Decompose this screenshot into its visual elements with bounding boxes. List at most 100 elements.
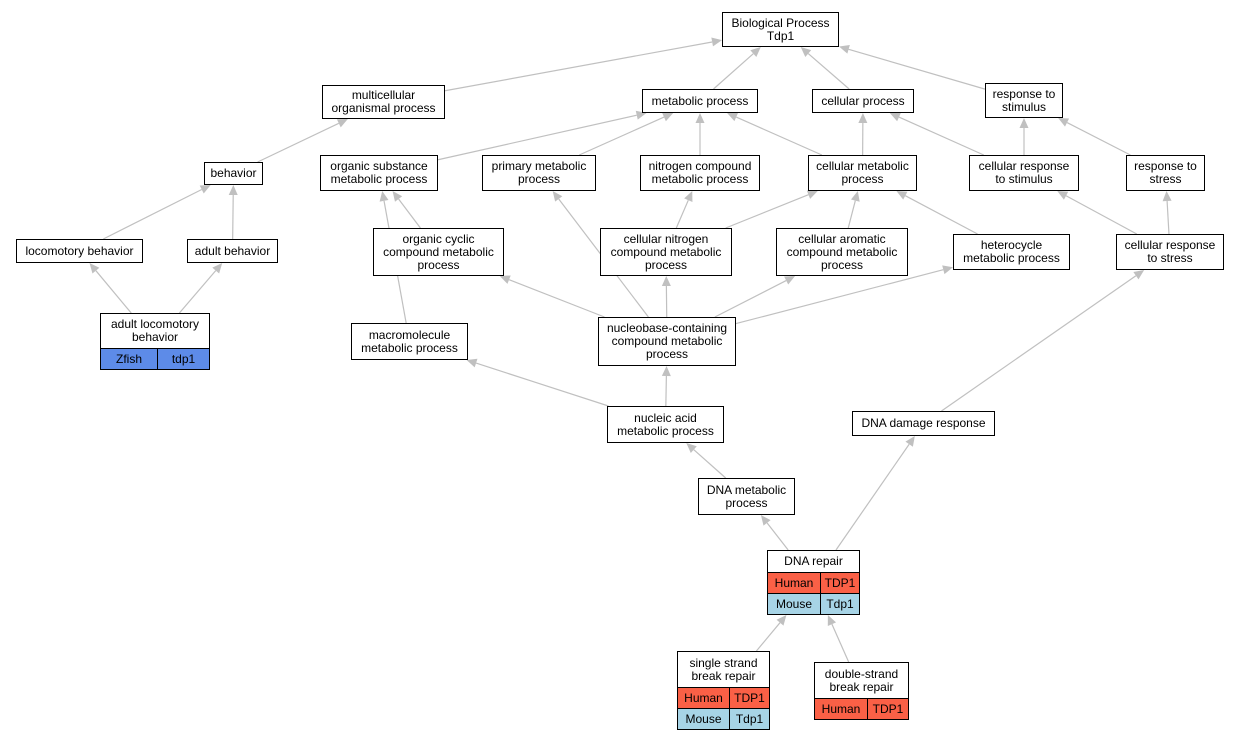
arrowhead	[839, 45, 850, 54]
node-dna-metabolic-process[interactable]: DNA metabolic process	[698, 478, 795, 515]
edge-adult_locomotory-to-locomotory	[95, 270, 132, 314]
node-cellular-aromatic-compound-metabolic-process[interactable]: cellular aromatic compound metabolic pro…	[776, 228, 908, 276]
node-multicellular-organismal-process[interactable]: multicellular organismal process	[322, 85, 445, 119]
arrowhead	[228, 185, 238, 196]
arrowhead	[750, 47, 761, 58]
arrowhead	[1019, 118, 1029, 128]
edge-organic_cyclic-to-organic_substance	[398, 198, 421, 229]
arrowhead	[806, 190, 818, 199]
edge-dna_repair-to-dna_damage	[835, 443, 910, 551]
species-cell: Human	[678, 688, 729, 708]
arrowhead	[1133, 270, 1145, 280]
edge-dna_damage-to-cellular_response_stress	[941, 275, 1137, 412]
node-behavior[interactable]: behavior	[204, 162, 263, 185]
node-double-strand-break-repair[interactable]: double-strand break repair Human TDP1	[814, 662, 909, 720]
arrowhead	[686, 443, 697, 454]
arrowhead	[784, 276, 796, 285]
node-title: DNA repair	[784, 554, 843, 568]
node-cellular-metabolic-process[interactable]: cellular metabolic process	[808, 155, 917, 191]
node-title: single strand break repair	[689, 655, 758, 683]
node-adult-locomotory-behavior[interactable]: adult locomotory behavior Zfish tdp1	[100, 313, 210, 370]
edge-cellular_process-to-bp	[807, 53, 850, 90]
edge-organic_substance-to-metabolic	[437, 114, 637, 161]
node-heterocycle-metabolic-process[interactable]: heterocycle metabolic process	[953, 234, 1070, 270]
node-biological-process[interactable]: Biological Process Tdp1	[722, 12, 839, 47]
edge-heterocycle-to-cellular_metabolic	[905, 195, 978, 235]
arrowhead	[379, 191, 389, 202]
gene-cell: Tdp1	[820, 594, 859, 614]
node-dna-repair[interactable]: DNA repair Human TDP1 Mouse Tdp1	[767, 550, 860, 615]
node-adult-behavior[interactable]: adult behavior	[187, 239, 278, 263]
node-response-to-stress[interactable]: response to stress	[1126, 155, 1205, 191]
arrowhead	[661, 276, 671, 287]
edge-ssb_repair-to-dna_repair	[755, 622, 781, 652]
gene-cell: tdp1	[157, 349, 209, 369]
edge-cellular_response_stimulus-to-cellular_process	[898, 116, 984, 156]
edge-adult_behavior-to-behavior	[232, 194, 234, 240]
gene-annotation-row: Human TDP1	[815, 698, 908, 719]
arrowhead	[827, 615, 837, 626]
node-organic-substance-metabolic-process[interactable]: organic substance metabolic process	[320, 155, 438, 191]
edge-dna_repair-to-dna_metabolic	[766, 522, 789, 551]
arrowhead	[499, 275, 511, 284]
arrowhead	[850, 191, 860, 202]
arrowhead	[199, 185, 211, 194]
node-response-to-stimulus[interactable]: response to stimulus	[985, 83, 1063, 118]
gene-cell: TDP1	[729, 688, 769, 708]
node-cellular-response-to-stress[interactable]: cellular response to stress	[1116, 234, 1224, 270]
arrowhead	[662, 112, 674, 122]
arrowhead	[1162, 191, 1172, 202]
edge-dna_metabolic-to-nucleic_acid	[693, 449, 727, 479]
edge-nucleic_acid-to-macromolecule	[475, 362, 609, 407]
node-title: double-strand break repair	[824, 666, 899, 694]
arrowhead	[942, 265, 953, 275]
arrowhead	[466, 358, 478, 368]
edge-response_stress-to-response_stimulus	[1066, 122, 1131, 156]
node-primary-metabolic-process[interactable]: primary metabolic process	[482, 155, 596, 191]
gene-cell: Tdp1	[729, 709, 769, 729]
arrowhead	[727, 112, 739, 122]
node-organic-cyclic-compound-metabolic-process[interactable]: organic cyclic compound metabolic proces…	[373, 228, 504, 276]
species-cell: Mouse	[678, 709, 729, 729]
species-cell: Human	[768, 573, 820, 593]
gene-cell: TDP1	[820, 573, 859, 593]
species-cell: Human	[815, 699, 867, 719]
edge-nucleobase-to-organic_cyclic	[508, 279, 605, 318]
edge-cellular_metabolic-to-metabolic	[735, 116, 823, 156]
arrowhead	[896, 191, 908, 200]
node-single-strand-break-repair[interactable]: single strand break repair Human TDP1 Mo…	[677, 651, 770, 730]
arrowhead	[800, 47, 812, 57]
edge-behavior-to-multicellular	[257, 122, 340, 163]
node-metabolic-process[interactable]: metabolic process	[642, 89, 758, 113]
arrowhead	[89, 263, 100, 274]
arrowhead	[212, 263, 223, 274]
node-dna-damage-response[interactable]: DNA damage response	[852, 411, 995, 436]
edge-cellular_aromatic-to-cellular_metabolic	[847, 200, 856, 229]
arrowhead	[858, 113, 868, 124]
node-macromolecule-metabolic-process[interactable]: macromolecule metabolic process	[351, 323, 468, 360]
gene-cell: TDP1	[867, 699, 908, 719]
node-cellular-process[interactable]: cellular process	[812, 89, 914, 113]
gene-annotation-row: Mouse Tdp1	[768, 593, 859, 614]
node-nucleic-acid-metabolic-process[interactable]: nucleic acid metabolic process	[607, 406, 724, 443]
edge-cellular_response_stress-to-response_stress	[1166, 200, 1170, 235]
node-locomotory-behavior[interactable]: locomotory behavior	[16, 239, 143, 263]
arrowhead	[711, 37, 722, 47]
edge-cellular_response_stress-to-cellular_response_stimulus	[1065, 195, 1138, 235]
node-cellular-nitrogen-compound-metabolic-process[interactable]: cellular nitrogen compound metabolic pro…	[600, 228, 732, 276]
node-title: adult locomotory behavior	[110, 317, 200, 344]
node-cellular-response-to-stimulus[interactable]: cellular response to stimulus	[969, 155, 1079, 191]
edge-nucleic_acid-to-nucleobase	[665, 375, 667, 407]
arrowhead	[776, 615, 787, 626]
edge-cellular_nitrogen-to-nitrogen_compound	[675, 199, 689, 229]
edge-adult_locomotory-to-adult_behavior	[178, 270, 217, 314]
edge-nucleobase-to-heterocycle	[735, 269, 944, 325]
edge-locomotory-to-behavior	[103, 188, 202, 240]
node-nucleobase-containing-compound-metabolic-process[interactable]: nucleobase-containing compound metabolic…	[598, 317, 736, 366]
arrowhead	[1058, 118, 1070, 127]
arrowhead	[684, 191, 693, 202]
node-nitrogen-compound-metabolic-process[interactable]: nitrogen compound metabolic process	[640, 155, 760, 191]
arrowhead	[336, 119, 348, 128]
edge-metabolic-to-bp	[713, 53, 754, 90]
